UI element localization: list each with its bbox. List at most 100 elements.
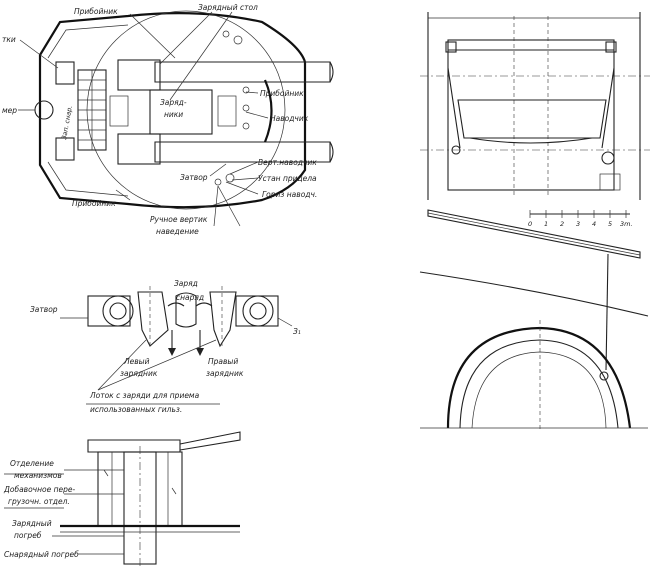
label-zaryadny-stol: Зарядный стол [198,3,258,12]
leader-vert [229,161,259,175]
label-zaryadny-1: Зарядный [12,519,52,528]
left-breech-core [109,302,127,320]
label-levy-2: зарядник [120,369,158,378]
leader-ustan [231,177,259,181]
roof-plate [427,209,641,259]
cradle-body [457,99,607,139]
hatch-1 [103,469,109,477]
label-zaryadniki-2: ники [164,110,183,119]
label-ustan-pritsela: Устан прицела [258,174,317,183]
label-mer: мер [2,106,17,115]
barbette-inner [459,339,619,429]
label-snaryadny: Снарядный погреб [4,550,79,559]
rammer-left-upper [55,61,75,85]
left-breech-ring [102,295,134,327]
turret-plan-view: Прибойник Зарядный стол тки мер Зап. сна… [2,3,334,236]
scale-tick-label-2: 2 [560,220,564,228]
shell-arcs [167,302,213,307]
label-priboynik-top: Прибойник [74,7,118,16]
upper-breech [117,59,161,91]
label-goriz-navod: Гориз наводч. [262,190,317,199]
bolt-tl [445,41,457,53]
deck-curve [419,271,649,317]
inner-outline [47,24,129,197]
lower-breech [117,133,161,165]
scale-tick-label-4: 4 [592,220,596,228]
fitting-3 [242,122,250,130]
label-priboynik-right: Прибойник [260,89,304,98]
right-strut [601,67,615,149]
scale-tick-label-0: 0 [528,220,532,228]
leader-goriz [225,181,259,195]
upper-muzzle [329,61,334,83]
ammo-rack [77,69,107,151]
hatch-top-1 [233,35,243,45]
fitting-2 [242,104,250,112]
leader-priboynik-right [245,91,259,94]
leader-stol [159,11,213,65]
label-zap-snar: Зап. снар. [60,105,74,140]
bolt-tr [605,41,617,53]
label-dobavochnoe-2: грузочн. отдел. [8,497,70,506]
hatch-2 [171,487,177,495]
leader-z1 [277,317,293,327]
right-loader-tray [209,291,237,348]
leader-tki [19,39,59,69]
leader-zatvor [209,163,227,177]
label-dobavochnoe-1: Добавочное пере- [3,485,75,494]
right-breech-ring [242,295,274,327]
fitting-1 [242,86,250,94]
label-zaryadny-2: погреб [14,531,42,540]
upper-gun-barrel [154,61,331,83]
label-tki: тки [2,35,16,44]
hatch-top-2 [222,30,230,38]
label-zatvor: Затвор [180,173,208,182]
gun-housing-top [87,439,181,453]
barbette-section [419,209,649,430]
inner-housing [447,39,615,191]
turret-outline [38,12,307,209]
breech-loading-view: Заряд снаряд Затвор З₁ Левый зарядник Пр… [30,279,301,414]
leader-priboynik-top [129,13,176,59]
leader-ruchnoe-2 [217,185,241,227]
label-pravy-1: Правый [208,357,238,366]
leader-navodchik [245,111,269,119]
gun-shield [263,79,273,143]
label-ruchnoe-1: Ручное вертик [150,215,208,224]
shell-tray [109,95,129,127]
base-block [599,173,621,191]
leader-stol-2 [169,11,233,101]
turret-section-view: Отделение механизмов Добавочное пере- гр… [3,431,241,568]
arrow-left-head [168,348,176,356]
scale-tick-label-5: 5 [608,220,612,228]
rammer-left-lower [55,137,75,161]
label-lotok-2: использованных гильз. [90,405,182,414]
loader-area [149,89,213,135]
leader-priboynik-bottom [115,189,131,201]
charge-center [175,292,197,328]
label-snaryad: снаряд [176,293,204,302]
scale-tick-label-6: 3m. [620,220,633,228]
left-breech-housing [87,295,131,327]
arrow-right-head [196,348,204,356]
barbette-pivot [599,371,609,381]
left-strut [447,67,461,149]
scale-tick-label-3: 3 [576,220,580,228]
label-priboynik-bottom: Прибойник [72,199,116,208]
section-barrel [179,431,241,451]
pivot-left [451,145,461,155]
label-ruchnoe-2: наведение [156,227,199,236]
label-otdelenie-1: Отделение [10,459,54,468]
label-vert-navodchik: Верт.наводчик [258,158,317,167]
left-loader-tray [137,291,169,347]
label-zatvor-breech: Затвор [30,305,58,314]
label-navodchik: Наводчик [270,114,309,123]
label-zaryadniki-1: Заряд- [160,98,187,107]
label-levy-1: Левый [123,357,150,366]
sight-box [217,95,237,127]
leader-lotok [97,339,147,391]
hatch-bottom-1 [225,173,235,183]
label-zaryad: Заряд [174,279,198,288]
lower-muzzle [329,141,334,163]
